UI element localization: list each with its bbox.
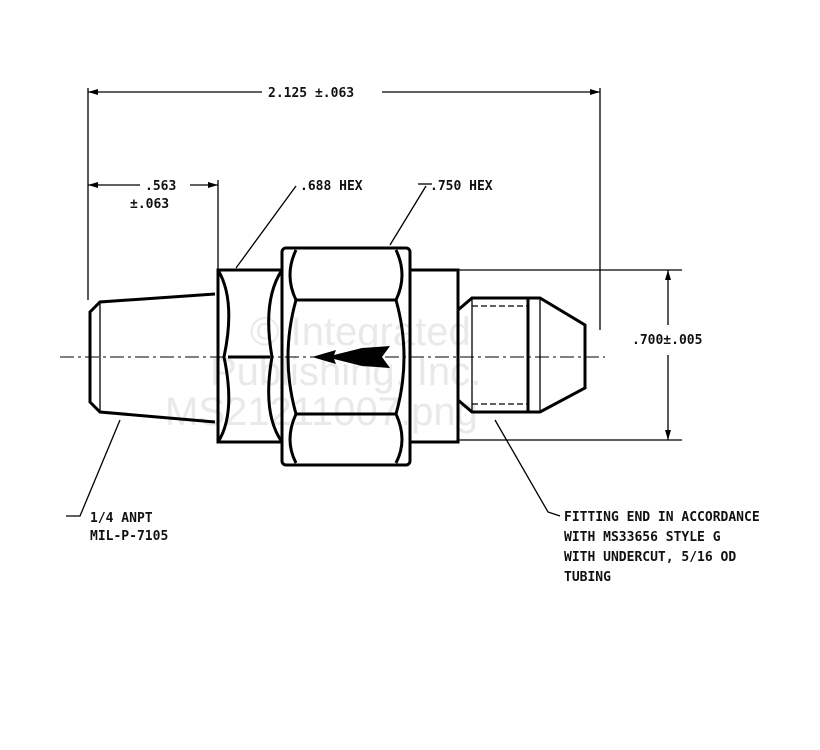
svg-text:FITTING END IN ACCORDANCE: FITTING END IN ACCORDANCE [564, 510, 760, 525]
large-hex-callout: .750 HEX [389, 179, 493, 246]
large-hex [280, 246, 412, 467]
thread-length-dimension: .563 ±.063 [88, 179, 219, 272]
height-dimension: .700±.005 [458, 269, 702, 441]
svg-text:1/4 ANPT: 1/4 ANPT [90, 511, 153, 526]
flare-fitting-end [456, 296, 587, 414]
svg-text:MIL-P-7105: MIL-P-7105 [90, 529, 168, 544]
svg-text:.688 HEX: .688 HEX [300, 179, 363, 194]
svg-text:WITH MS33656 STYLE G: WITH MS33656 STYLE G [564, 530, 721, 545]
svg-text:.563: .563 [145, 179, 176, 194]
svg-text:±.063: ±.063 [130, 197, 169, 212]
svg-text:WITH UNDERCUT, 5/16 OD: WITH UNDERCUT, 5/16 OD [564, 550, 736, 565]
svg-text:MS21211007.png: MS21211007.png [165, 390, 478, 434]
svg-text:.700±.005: .700±.005 [632, 333, 702, 348]
svg-text:2.125 ±.063: 2.125 ±.063 [268, 86, 354, 101]
pipe-thread-note: 1/4 ANPT MIL-P-7105 [66, 419, 168, 544]
svg-text:TUBING: TUBING [564, 570, 611, 585]
flow-arrow-icon [312, 346, 390, 368]
fitting-end-note: FITTING END IN ACCORDANCE WITH MS33656 S… [494, 419, 760, 585]
overall-length-dimension: 2.125 ±.063 [87, 86, 601, 330]
small-hex-callout: .688 HEX [235, 179, 363, 269]
pipe-thread-end [88, 292, 216, 424]
svg-text:.750 HEX: .750 HEX [430, 179, 493, 194]
